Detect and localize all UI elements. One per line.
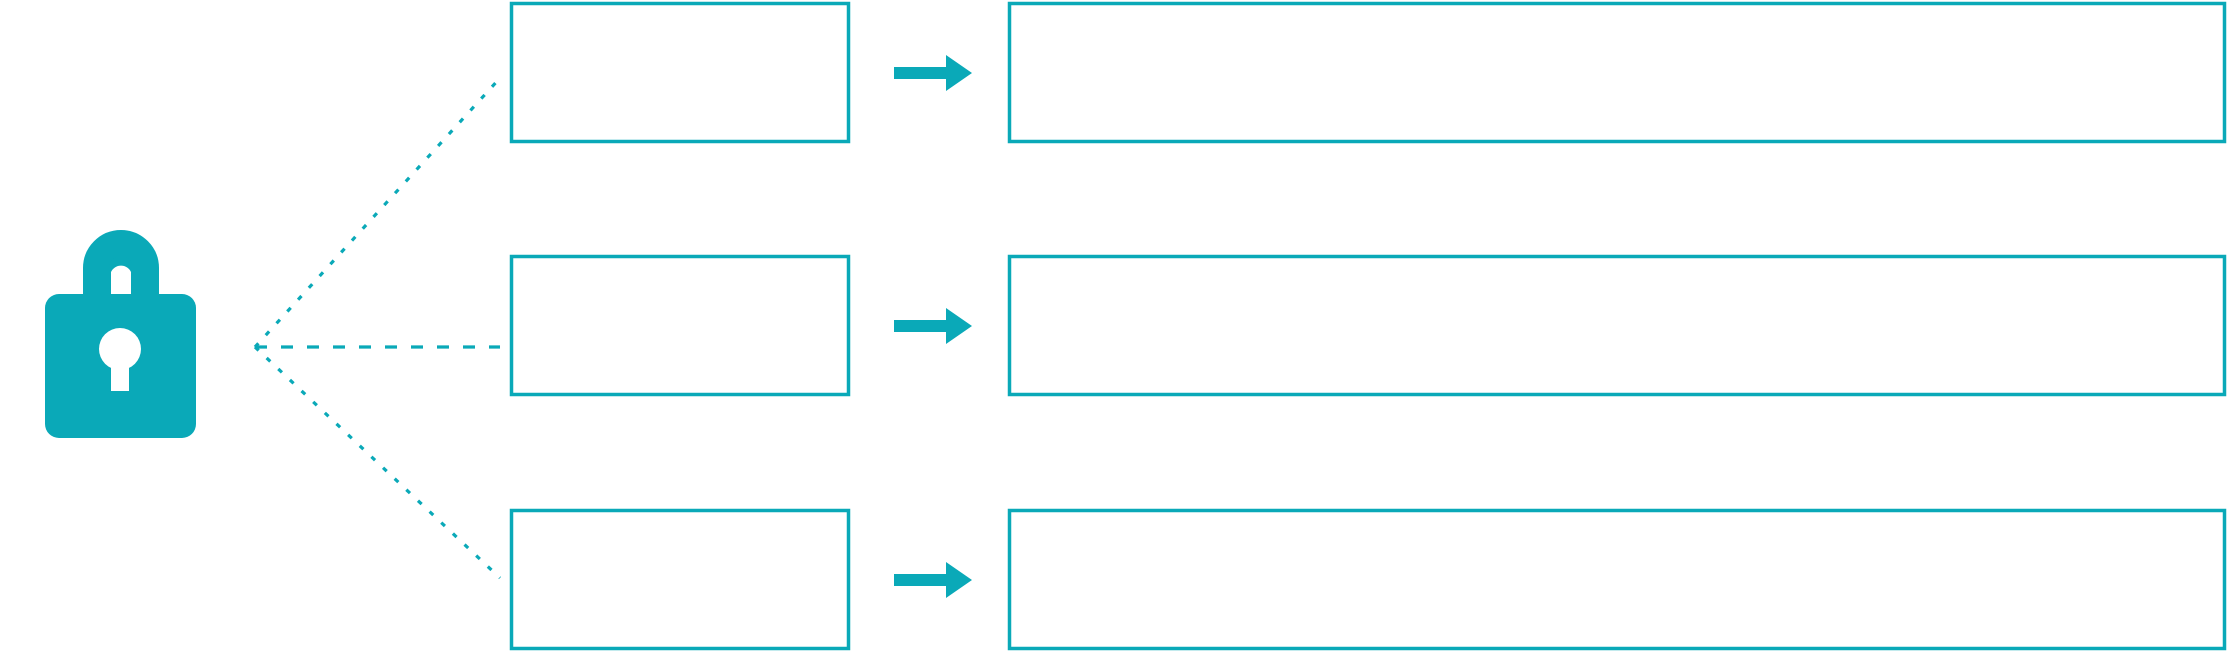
connector-to-row-1	[253, 76, 502, 349]
lock-shackle-arch	[83, 230, 159, 312]
connector-group	[253, 76, 502, 580]
lock-icon[interactable]	[45, 230, 196, 438]
row-2-right-box[interactable]	[1007, 254, 2227, 397]
row-3-arrow-right-icon	[894, 562, 972, 598]
row-1-group	[509, 1, 2227, 144]
row-1-arrow-right-icon	[894, 55, 972, 91]
row-1-right-box[interactable]	[1007, 1, 2227, 144]
row-1-left-box[interactable]	[509, 1, 851, 144]
row-2-group	[509, 254, 2227, 397]
row-3-left-box[interactable]	[509, 508, 851, 651]
lock-keyhole-stem	[111, 349, 129, 391]
row-3-group	[509, 508, 2227, 651]
row-2-left-box[interactable]	[509, 254, 851, 397]
connector-to-row-3	[253, 345, 502, 580]
row-2-arrow-right-icon	[894, 308, 972, 344]
row-3-right-box[interactable]	[1007, 508, 2227, 651]
